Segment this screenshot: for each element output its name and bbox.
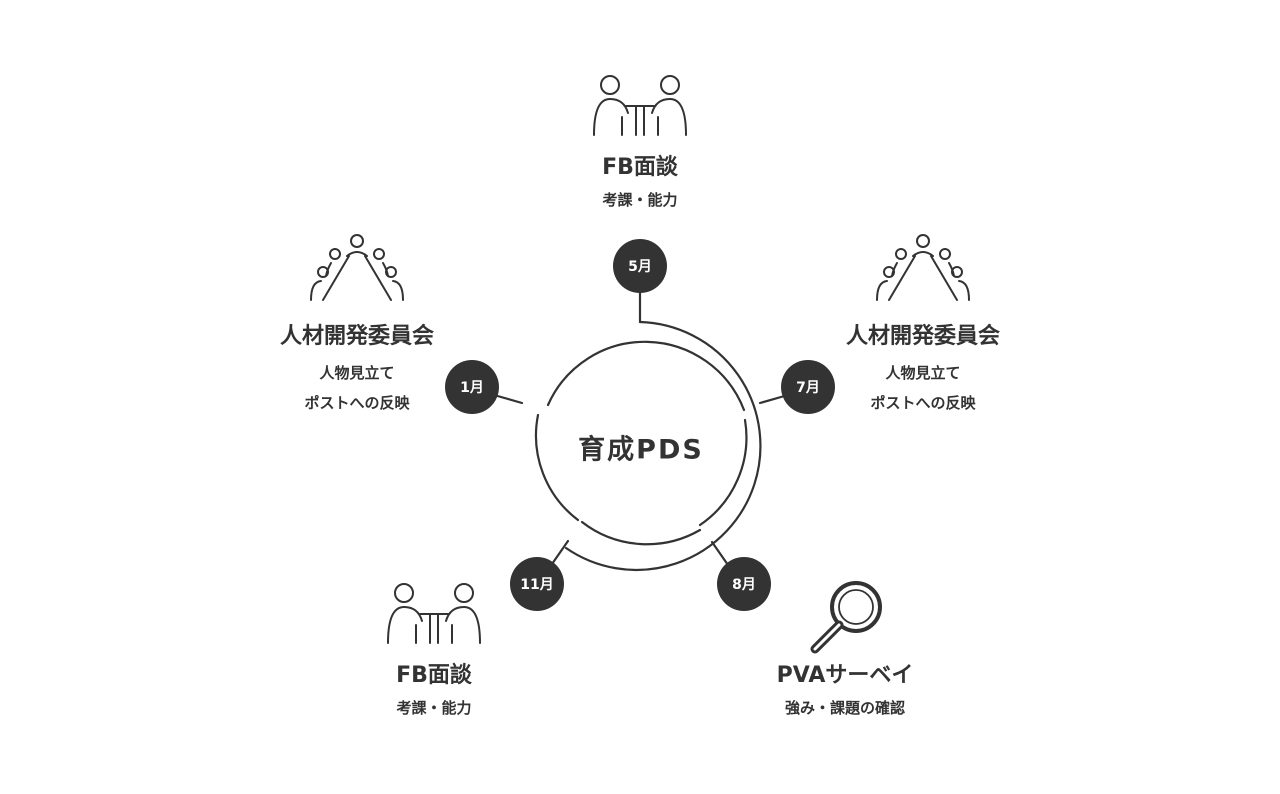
event-title: PVAサーベイ: [776, 663, 914, 688]
event-fb-may: FB面談 考課・能力: [602, 153, 678, 213]
event-committee-jul: 人材開発委員会 人物見立て ポストへの反映: [846, 322, 1000, 416]
event-detail: 考課・能力: [602, 191, 678, 209]
event-detail: 考課・能力: [396, 699, 472, 717]
inner-arc-top: [546, 340, 746, 412]
month-label-jan: 1月: [460, 380, 484, 396]
month-badge-aug: 8月: [717, 557, 771, 611]
inner-arc-left: [534, 413, 580, 522]
connector-nov: [550, 539, 570, 566]
event-detail: 人物見立て: [319, 364, 395, 382]
event-detail: 人物見立て: [885, 364, 961, 382]
month-badge-nov: 11月: [510, 557, 564, 611]
meeting-two-people-icon: [387, 583, 481, 644]
outer-cycle-arc: [564, 320, 762, 572]
event-title: 人材開発委員会: [279, 324, 435, 349]
magnifier-icon: [810, 581, 882, 654]
event-committee-jan: 人材開発委員会 人物見立て ポストへの反映: [280, 322, 434, 416]
connector-aug: [710, 540, 730, 567]
event-title: FB面談: [602, 155, 678, 180]
conference-table-icon: [876, 234, 970, 301]
month-label-nov: 11月: [520, 577, 553, 593]
meeting-two-people-icon: [593, 75, 687, 136]
inner-arc-bottom: [580, 520, 702, 546]
month-label-aug: 8月: [732, 577, 756, 593]
month-label-may: 5月: [628, 259, 652, 275]
center-label: 育成PDS: [578, 434, 704, 466]
event-detail: 強み・課題の確認: [784, 699, 905, 717]
month-label-jul: 7月: [796, 380, 820, 396]
month-badge-may: 5月: [613, 239, 667, 293]
event-fb-nov: FB面談 考課・能力: [396, 661, 472, 721]
event-detail: ポストへの反映: [870, 394, 976, 412]
conference-table-icon: [310, 234, 404, 301]
event-pva-aug: PVAサーベイ 強み・課題の確認: [777, 661, 914, 721]
inner-arc-right: [698, 418, 748, 527]
connector-jan: [492, 393, 524, 405]
month-badge-jul: 7月: [781, 360, 835, 414]
event-detail: ポストへの反映: [304, 394, 410, 412]
month-badge-jan: 1月: [445, 360, 499, 414]
event-title: FB面談: [396, 663, 472, 688]
event-title: 人材開発委員会: [845, 324, 1001, 349]
